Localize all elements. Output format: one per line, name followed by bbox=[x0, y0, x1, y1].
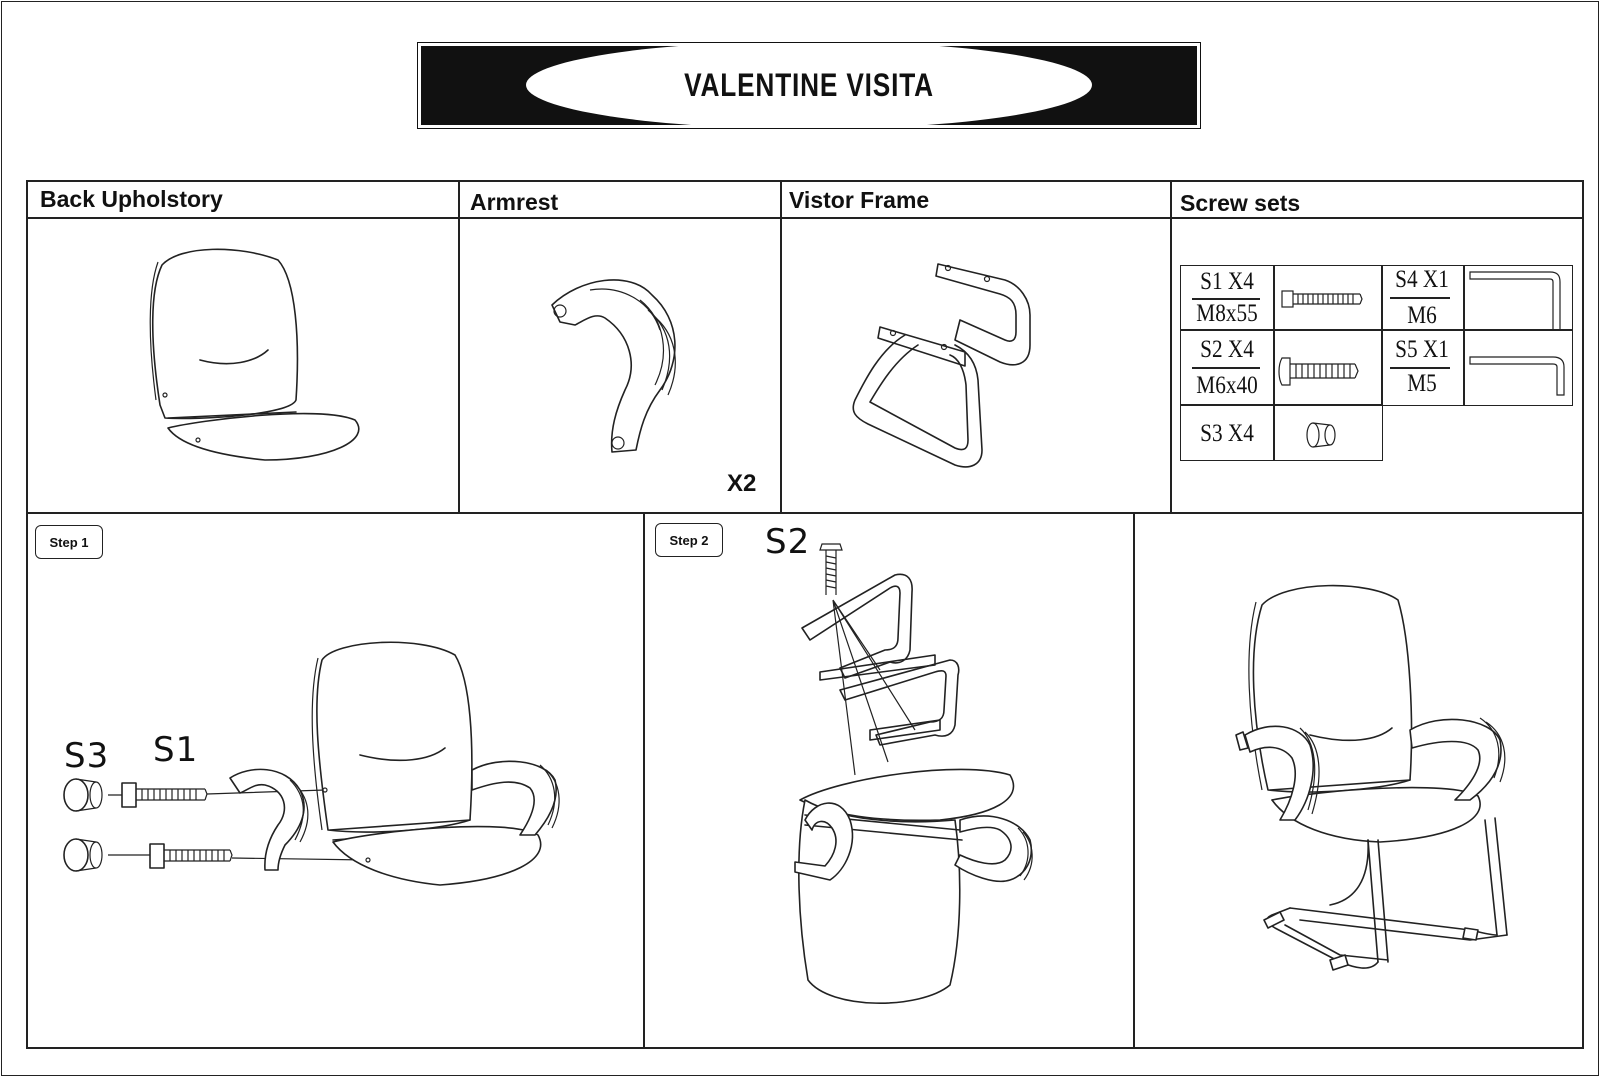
screw-s1-size: M8x55 bbox=[1196, 300, 1258, 327]
screw-s5-code: S5 X1 bbox=[1395, 336, 1449, 363]
grid-col-1 bbox=[458, 180, 460, 513]
visitor-frame-label: Vistor Frame bbox=[789, 187, 930, 213]
hex-key-s4-icon bbox=[1469, 271, 1561, 331]
grid-top bbox=[26, 180, 1584, 182]
callout-s2: S2 bbox=[765, 522, 811, 562]
grid-col-2 bbox=[780, 180, 782, 513]
grid-col-3 bbox=[1170, 180, 1172, 513]
screw-s2-icon bbox=[1278, 357, 1359, 386]
screw-s4-size: M6 bbox=[1407, 302, 1437, 329]
armrest-quantity: X2 bbox=[727, 470, 757, 497]
screw-s1-code: S1 X4 bbox=[1200, 268, 1254, 295]
grid-step-col-1 bbox=[643, 512, 645, 1049]
grid-step-col-2 bbox=[1133, 512, 1135, 1049]
screw-s2-size: M6x40 bbox=[1196, 372, 1258, 399]
grid-header-rule bbox=[26, 217, 1584, 219]
screw-s2-code: S2 X4 bbox=[1200, 336, 1254, 363]
hex-key-s5-icon bbox=[1469, 356, 1565, 396]
callout-s1: S1 bbox=[153, 730, 199, 770]
armrest-label: Armrest bbox=[470, 189, 559, 215]
grid-mid bbox=[26, 512, 1584, 514]
screw-sets-label: Screw sets bbox=[1180, 190, 1301, 216]
banner-graphic bbox=[421, 43, 1197, 128]
grid-left bbox=[26, 180, 28, 1049]
grid-bottom bbox=[26, 1047, 1584, 1049]
title-banner: VALENTINE VISITA bbox=[417, 42, 1201, 129]
callout-s3: S3 bbox=[64, 736, 110, 776]
screw-s1-icon bbox=[1281, 290, 1363, 308]
screw-s3-code: S3 X4 bbox=[1200, 420, 1254, 447]
back-upholstery-label: Back Upholstory bbox=[40, 186, 223, 212]
grid-right bbox=[1582, 180, 1584, 1049]
screw-s4-code: S4 X1 bbox=[1395, 266, 1449, 293]
step-2-badge: Step 2 bbox=[655, 523, 723, 557]
step-1-badge: Step 1 bbox=[35, 525, 103, 559]
screw-s3-icon bbox=[1306, 422, 1336, 448]
screw-s5-size: M5 bbox=[1407, 370, 1437, 397]
banner-title: VALENTINE VISITA bbox=[684, 67, 934, 103]
